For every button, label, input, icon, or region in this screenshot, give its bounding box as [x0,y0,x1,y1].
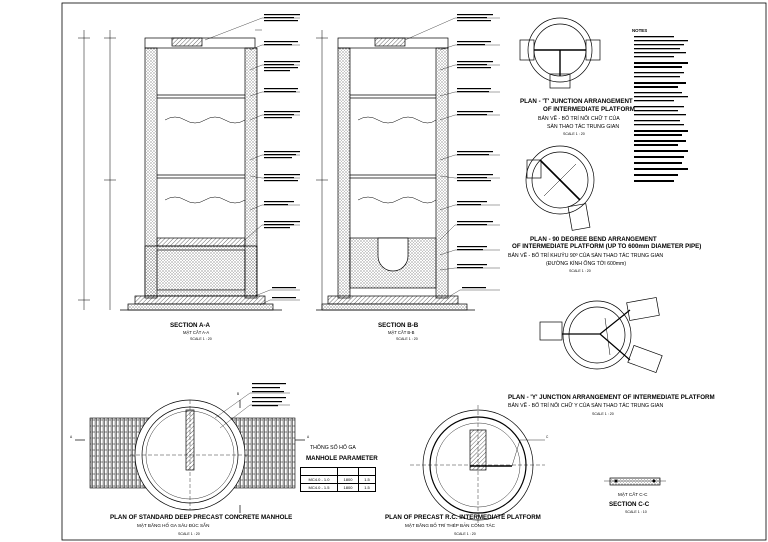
bend-title-1: PLAN - 90 DEGREE BEND ARRANGEMENT [530,236,657,243]
table-cell: MC4.0 - 1.0 [300,475,338,484]
table-cell: 1800 [337,475,359,484]
table-row: MC4.0 - 1.0 1800 1.5 [300,475,376,484]
section-aa-leader-text [264,14,300,299]
section-aa-scale: SCALE 1 : 20 [190,337,212,341]
y-junction-plan [539,297,663,374]
section-aa-subtitle: MẶT CẮT A-A [183,330,210,335]
section-mark-b-bottom: B [237,514,240,518]
section-cc-scale: SCALE 1 : 10 [625,510,647,514]
bend-title-2: OF INTERMEDIATE PLATFORM (UP TO 600mm DI… [512,243,702,250]
table-cell: MC4.0 - 1.5 [300,483,338,492]
section-cc-drawing [604,477,666,486]
sheet-border [61,2,767,541]
t-junction-title-2: OF INTERMEDIATE PLATFORM [543,106,635,113]
section-bb-leader-text [457,14,493,289]
bend-plan [525,145,595,231]
manhole-plan-scale: SCALE 1 : 20 [178,532,200,536]
section-mark-a-left: A [70,435,73,439]
table-cell: 1.5 [358,483,376,492]
t-junction-plan [519,17,601,89]
section-bb-scale: SCALE 1 : 20 [396,337,418,341]
manhole-plan-subtitle: MẶT BẰNG HỐ GA SÂU ĐÚC SẴN [137,523,210,528]
manhole-plan [75,399,305,513]
notes-heading-label: NOTES [632,28,648,33]
bend-scale: SCALE 1 : 20 [569,269,591,273]
table-row [300,467,376,476]
bend-subtitle-2: (ĐƯỜNG KÍNH ỐNG TỚI 600mm) [546,261,627,267]
section-aa-drawing [78,29,282,311]
t-junction-subtitle-1: BẢN VẼ - BỐ TRÍ NỐI CHỮ T CỦA [538,116,620,122]
section-mark-c: C [546,435,549,439]
section-bb-subtitle: MẶT CẮT B-B [388,330,415,335]
y-junction-scale: SCALE 1 : 20 [592,412,614,416]
platform-plan-title: PLAN OF PRECAST R.C. INTERMEDIATE PLATFO… [385,514,541,521]
t-junction-scale: SCALE 1 : 20 [563,132,585,136]
bend-subtitle-1: BẢN VẼ - BỐ TRÍ KHUỶU 90º CỦA SÀN THAO T… [508,253,664,259]
param-table-title-vn: THÔNG SỐ HỐ GA [310,445,356,451]
notes-block [634,36,688,182]
section-bb-drawing [316,30,475,311]
t-junction-title-1: PLAN - 'T' JUNCTION ARRANGEMENT [520,98,633,105]
section-cc-subtitle: MẶT CẮT C-C [618,492,648,497]
manhole-parameter-table: MC4.0 - 1.0 1800 1.5 MC4.0 - 1.5 1800 1.… [300,467,376,492]
table-row: MC4.0 - 1.5 1800 1.5 [300,483,376,492]
section-mark-b-top: B [237,392,240,396]
manhole-plan-leader-text [252,383,286,407]
section-mark-a-right: A [307,435,310,439]
table-cell: 1800 [337,483,359,492]
table-cell [300,467,338,476]
t-junction-subtitle-2: SÀN THAO TÁC TRUNG GIAN [547,124,620,130]
table-cell: 1.5 [358,475,376,484]
section-aa-title: SECTION A-A [170,322,210,329]
y-junction-subtitle: BẢN VẼ - BỐ TRÍ NỐI CHỮ Y CỦA SÀN THAO T… [508,403,664,409]
table-cell [358,467,376,476]
platform-plan [410,405,545,525]
section-cc-title: SECTION C-C [609,501,650,508]
platform-plan-scale: SCALE 1 : 20 [454,532,476,536]
platform-plan-subtitle: MẶT BẰNG BỐ TRÍ THÉP BẢN CÔNG TÁC [405,523,495,528]
table-cell [337,467,359,476]
section-bb-title: SECTION B-B [378,322,419,329]
param-table-title-en: MANHOLE PARAMETER [306,455,378,462]
manhole-plan-title: PLAN OF STANDARD DEEP PRECAST CONCRETE M… [110,514,293,521]
y-junction-title: PLAN - 'Y' JUNCTION ARRANGEMENT OF INTER… [508,394,715,401]
